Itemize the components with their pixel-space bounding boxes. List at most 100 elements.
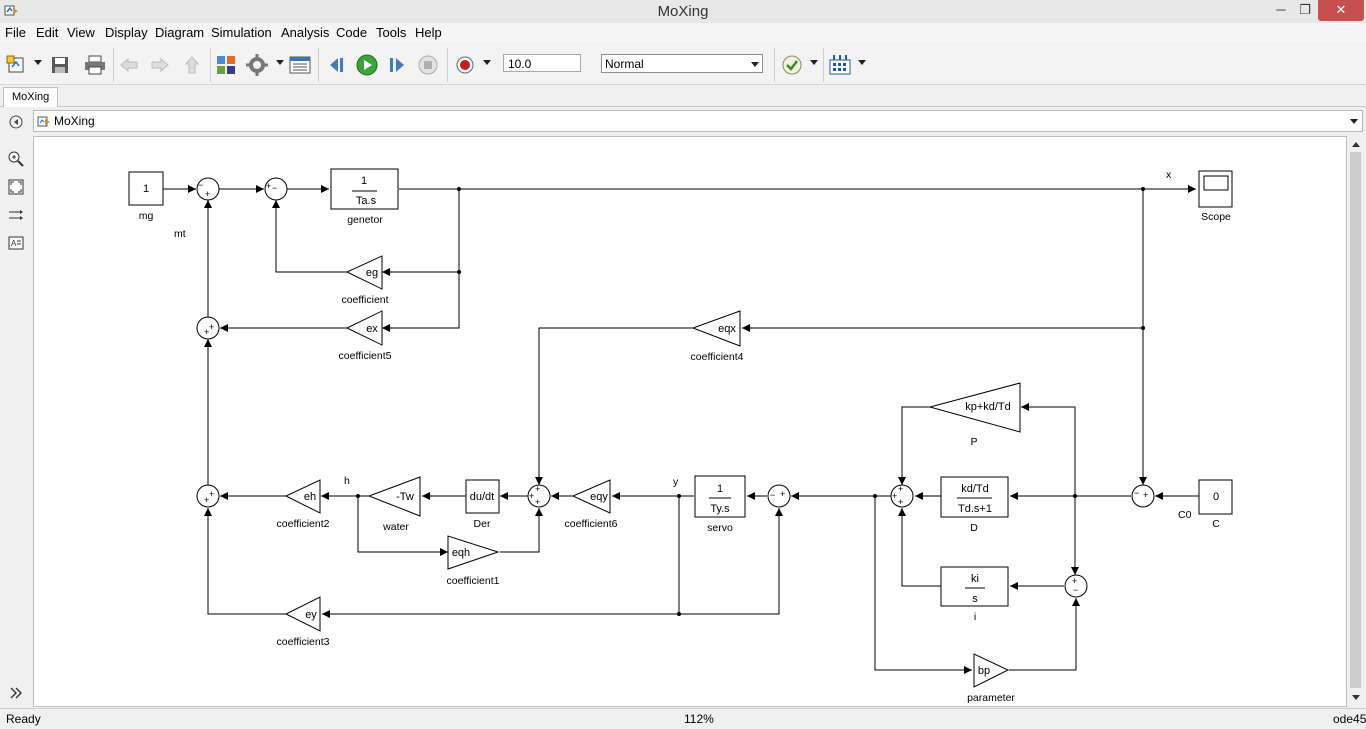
der-label[interactable]: Der [474, 518, 491, 530]
maximize-button[interactable]: ❐ [1299, 2, 1311, 17]
model-explorer-icon[interactable] [287, 52, 313, 78]
menu-help[interactable]: Help [415, 25, 442, 40]
d-label[interactable]: D [970, 522, 978, 534]
new-model-dropdown-icon[interactable] [34, 60, 42, 65]
forward-icon[interactable] [147, 52, 173, 78]
new-model-icon[interactable] [4, 52, 30, 78]
window-title: MoXing [657, 3, 709, 20]
svg-text:+: + [529, 491, 534, 501]
coefficient6-label[interactable]: coefficient6 [565, 518, 618, 530]
zoom-icon[interactable] [7, 150, 25, 168]
chevron-down-icon[interactable] [1350, 119, 1358, 124]
genetor-label[interactable]: genetor [347, 214, 383, 226]
rect-blocks[interactable] [128, 168, 1233, 607]
minimize-button[interactable]: ─ [1276, 2, 1286, 17]
toolbar-separator [823, 48, 824, 82]
c-label[interactable]: C [1212, 518, 1220, 530]
check-model-icon[interactable] [779, 52, 805, 78]
stop-time-input[interactable]: 10.0 [503, 54, 581, 72]
model-icon [37, 116, 50, 127]
build-icon[interactable] [827, 52, 853, 78]
model-config-gear-icon[interactable] [244, 52, 270, 78]
breadcrumb[interactable]: MoXing [33, 110, 1363, 132]
save-icon[interactable] [47, 52, 73, 78]
genetor-num: 1 [361, 175, 367, 187]
menu-file[interactable]: File [5, 25, 26, 40]
coefficient2-label[interactable]: coefficient2 [277, 518, 330, 530]
library-browser-icon[interactable] [213, 52, 239, 78]
svg-text:+: + [1143, 490, 1148, 500]
model-canvas[interactable]: −+ +− ++ ++ +++ −+ +++ −+ +− [33, 136, 1347, 707]
sum-signs: −+ +− ++ ++ +++ −+ +++ −+ +− [198, 180, 1148, 595]
menu-code[interactable]: Code [336, 25, 368, 40]
expand-palette-icon[interactable] [7, 684, 25, 702]
parameter-label[interactable]: parameter [967, 692, 1015, 704]
breadcrumb-path: MoXing [54, 114, 95, 128]
route-lines-icon[interactable] [7, 206, 25, 224]
run-icon[interactable] [354, 52, 380, 78]
back-icon[interactable] [116, 52, 142, 78]
hide-explorer-icon[interactable] [7, 113, 25, 131]
simulation-mode-select[interactable]: Normal [601, 54, 763, 73]
coefficient5-label[interactable]: coefficient5 [339, 350, 392, 362]
menu-simulation[interactable]: Simulation [211, 25, 272, 40]
coefficient1-label[interactable]: coefficient1 [447, 575, 500, 587]
sum-blocks[interactable] [196, 177, 1155, 598]
annotation-icon[interactable]: A [7, 234, 25, 252]
signal-label-c0[interactable]: C0 [1178, 509, 1192, 521]
coefficient3-label[interactable]: coefficient3 [277, 636, 330, 648]
scroll-down-icon[interactable] [1351, 694, 1361, 702]
signal-label-y[interactable]: y [673, 476, 679, 488]
status-bar: Ready 112% ode45 [0, 708, 1366, 729]
toolbar-separator [774, 48, 775, 82]
menu-tools[interactable]: Tools [376, 25, 407, 40]
svg-text:+: + [209, 322, 214, 332]
zoom-level: 112% [684, 712, 714, 726]
svg-text:+: + [204, 495, 209, 505]
gain-blocks[interactable] [284, 255, 1021, 688]
config-dropdown-icon[interactable] [276, 60, 284, 65]
signal-label-h[interactable]: h [344, 475, 350, 487]
model-tab-bar: MoXing [0, 86, 1366, 107]
menu-view[interactable]: View [67, 25, 95, 40]
coefficient6-gain: eqy [590, 491, 608, 503]
tab-moxing[interactable]: MoXing [3, 87, 59, 107]
stop-icon[interactable] [415, 52, 441, 78]
svg-text:−: − [1134, 488, 1139, 498]
record-dropdown-icon[interactable] [483, 60, 491, 65]
block-diagram: −+ +− ++ ++ +++ −+ +++ −+ +− [128, 168, 1233, 704]
chevron-down-icon [751, 62, 759, 67]
coefficient4-label[interactable]: coefficient4 [691, 351, 744, 363]
servo-label[interactable]: servo [707, 522, 733, 534]
print-icon[interactable] [82, 52, 108, 78]
coefficient4-gain: eqx [718, 323, 736, 335]
coefficient-label[interactable]: coefficient [341, 294, 388, 306]
i-label[interactable]: i [974, 611, 976, 623]
menu-edit[interactable]: Edit [36, 25, 59, 40]
water-label[interactable]: water [382, 521, 409, 533]
close-button[interactable]: ✕ [1318, 0, 1364, 21]
up-icon[interactable] [179, 52, 205, 78]
coefficient2-gain: eh [304, 491, 316, 503]
svg-text:−: − [198, 180, 203, 190]
p-label[interactable]: P [970, 436, 977, 448]
scope-label[interactable]: Scope [1201, 211, 1231, 223]
svg-text:+: + [780, 489, 785, 499]
step-forward-icon[interactable] [384, 52, 410, 78]
signal-label-x[interactable]: x [1166, 169, 1172, 181]
record-icon[interactable] [452, 52, 478, 78]
scrollbar-thumb[interactable] [1350, 152, 1361, 688]
build-dropdown-icon[interactable] [858, 60, 866, 65]
fit-to-view-icon[interactable] [7, 178, 25, 196]
menu-analysis[interactable]: Analysis [281, 25, 330, 40]
vertical-scrollbar[interactable] [1347, 136, 1365, 707]
check-dropdown-icon[interactable] [810, 60, 818, 65]
signal-label-mt[interactable]: mt [174, 228, 186, 240]
menu-display[interactable]: Display [105, 25, 148, 40]
mg-label[interactable]: mg [139, 210, 154, 222]
svg-text:+: + [266, 181, 271, 191]
step-back-icon[interactable] [324, 52, 350, 78]
scroll-up-icon[interactable] [1351, 140, 1361, 148]
menu-diagram[interactable]: Diagram [155, 25, 205, 40]
svg-text:+: + [535, 497, 540, 507]
